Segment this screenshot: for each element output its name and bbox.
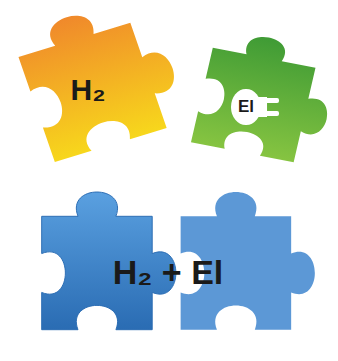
hydrogen-puzzle-piece: H₂	[8, 10, 176, 168]
piece-label: H₂	[71, 73, 106, 106]
combined-puzzle-piece: H₂ + El	[18, 192, 318, 354]
plug-prong	[265, 98, 279, 103]
piece-label: El	[231, 89, 261, 126]
plug-prong	[265, 111, 279, 116]
piece-label: H₂ + El	[113, 254, 224, 291]
electricity-puzzle-piece: El	[178, 38, 328, 176]
puzzle-piece	[11, 0, 191, 162]
puzzle-piece	[191, 27, 338, 166]
